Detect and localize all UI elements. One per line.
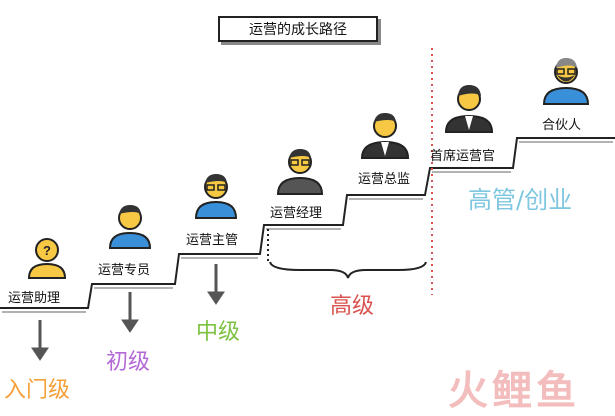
- down-arrows: [31, 264, 225, 361]
- avatar-supervisor: [194, 174, 238, 219]
- level-executive: 高管/创业: [468, 186, 573, 214]
- watermark: 火鲤鱼: [448, 368, 580, 414]
- role-label-director: 运营总监: [358, 172, 411, 187]
- diagram-title: 运营的成长路径: [218, 16, 378, 42]
- avatar-specialist: [108, 205, 152, 249]
- role-label-specialist: 运营专员: [98, 263, 151, 278]
- role-label-coo: 首席运营官: [430, 149, 496, 164]
- arrow-junior-icon: [121, 292, 139, 333]
- staircase: [0, 137, 615, 313]
- svg-text:?: ?: [43, 243, 51, 258]
- role-label-supervisor: 运营主管: [186, 233, 239, 248]
- level-entry: 入门级: [4, 378, 71, 403]
- level-junior: 初级: [106, 350, 151, 375]
- role-label-manager: 运营经理: [270, 206, 323, 221]
- level-middle: 中级: [196, 320, 241, 345]
- avatar-coo: [444, 85, 494, 133]
- role-label-assistant: 运营助理: [8, 291, 61, 306]
- role-label-partner: 合伙人: [542, 118, 582, 133]
- avatar-director: [360, 113, 410, 159]
- avatar-manager: [276, 149, 324, 195]
- level-senior: 高级: [330, 294, 375, 319]
- avatar-partner: [542, 58, 590, 105]
- arrow-middle-icon: [207, 264, 225, 305]
- avatar-assistant: ?: [27, 238, 67, 279]
- senior-brace: [269, 261, 427, 279]
- arrow-entry-icon: [31, 320, 49, 361]
